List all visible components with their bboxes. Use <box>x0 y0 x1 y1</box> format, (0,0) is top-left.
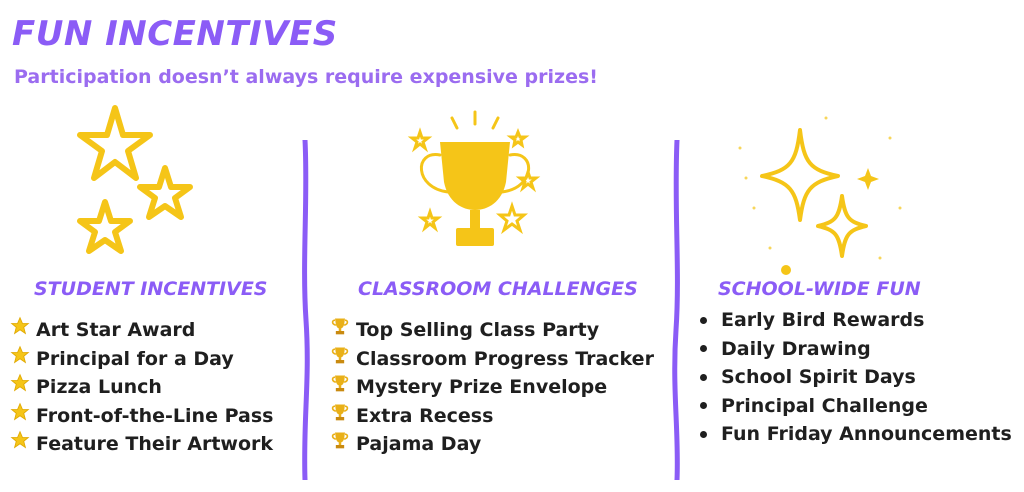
list-item: Mystery Prize Envelope <box>330 373 654 402</box>
item-list: Early Bird Rewards Daily Drawing School … <box>696 306 1012 449</box>
list-item: Daily Drawing <box>696 335 1012 364</box>
item-label: Front-of-the-Line Pass <box>36 404 274 427</box>
trophy-icon <box>330 402 356 431</box>
item-label: Art Star Award <box>36 319 196 341</box>
item-label: Pajama Day <box>356 433 482 455</box>
item-label: Feature Their Artwork <box>36 433 274 455</box>
list-item: Art Star Award <box>10 316 273 345</box>
bullet-dot <box>700 316 707 324</box>
list-item: School Spirit Days <box>696 363 1012 392</box>
star-icon <box>10 316 36 345</box>
item-label: Pizza Lunch <box>36 376 162 398</box>
list-item: Feature Their Artwork <box>10 430 273 459</box>
bullet-dot <box>700 345 707 353</box>
list-item: Fun Friday Announcements <box>696 420 1012 449</box>
item-label: Early Bird Rewards <box>721 309 925 331</box>
item-label: Extra Recess <box>356 404 494 427</box>
column-heading: STUDENT INCENTIVES <box>34 278 268 300</box>
column-heading: CLASSROOM CHALLENGES <box>358 278 638 300</box>
list-item: Pajama Day <box>330 430 654 459</box>
item-label: Classroom Progress Tracker <box>356 347 654 370</box>
star-icon <box>10 373 36 402</box>
trophy-icon <box>330 345 356 374</box>
page-subtitle: Participation doesn’t always require exp… <box>14 66 598 88</box>
page-title: FUN INCENTIVES <box>12 14 338 54</box>
column-heading: SCHOOL-WIDE FUN <box>718 278 921 300</box>
list-item: Top Selling Class Party <box>330 316 654 345</box>
list-item: Classroom Progress Tracker <box>330 345 654 374</box>
bullet-dot <box>700 430 707 438</box>
star-icon <box>10 430 36 459</box>
item-label: Fun Friday Announcements <box>721 423 1012 445</box>
item-label: Principal Challenge <box>721 394 928 417</box>
list-item: Pizza Lunch <box>10 373 273 402</box>
item-label: Mystery Prize Envelope <box>356 376 608 398</box>
item-label: Top Selling Class Party <box>356 319 600 341</box>
list-item: Principal Challenge <box>696 392 1012 421</box>
item-label: Daily Drawing <box>721 337 871 360</box>
star-icon <box>10 402 36 431</box>
list-item: Early Bird Rewards <box>696 306 1012 335</box>
star-icon <box>10 345 36 374</box>
list-item: Principal for a Day <box>10 345 273 374</box>
column-divider <box>672 140 680 480</box>
trophy-icon <box>330 430 356 459</box>
list-item: Front-of-the-Line Pass <box>10 402 273 431</box>
sparkle-icon <box>738 116 902 275</box>
bullet-dot <box>700 402 707 410</box>
item-list: Top Selling Class Party Classroom Progre… <box>330 316 654 459</box>
bullet-dot <box>700 373 707 381</box>
stars-icon <box>77 105 193 254</box>
item-label: Principal for a Day <box>36 347 234 370</box>
item-label: School Spirit Days <box>721 366 916 388</box>
item-list: Art Star Award Principal for a Day Pizza… <box>10 316 273 459</box>
trophy-icon <box>330 373 356 402</box>
trophy-icon <box>330 316 356 345</box>
column-divider <box>302 140 310 480</box>
list-item: Extra Recess <box>330 402 654 431</box>
trophy-icon <box>407 110 541 246</box>
